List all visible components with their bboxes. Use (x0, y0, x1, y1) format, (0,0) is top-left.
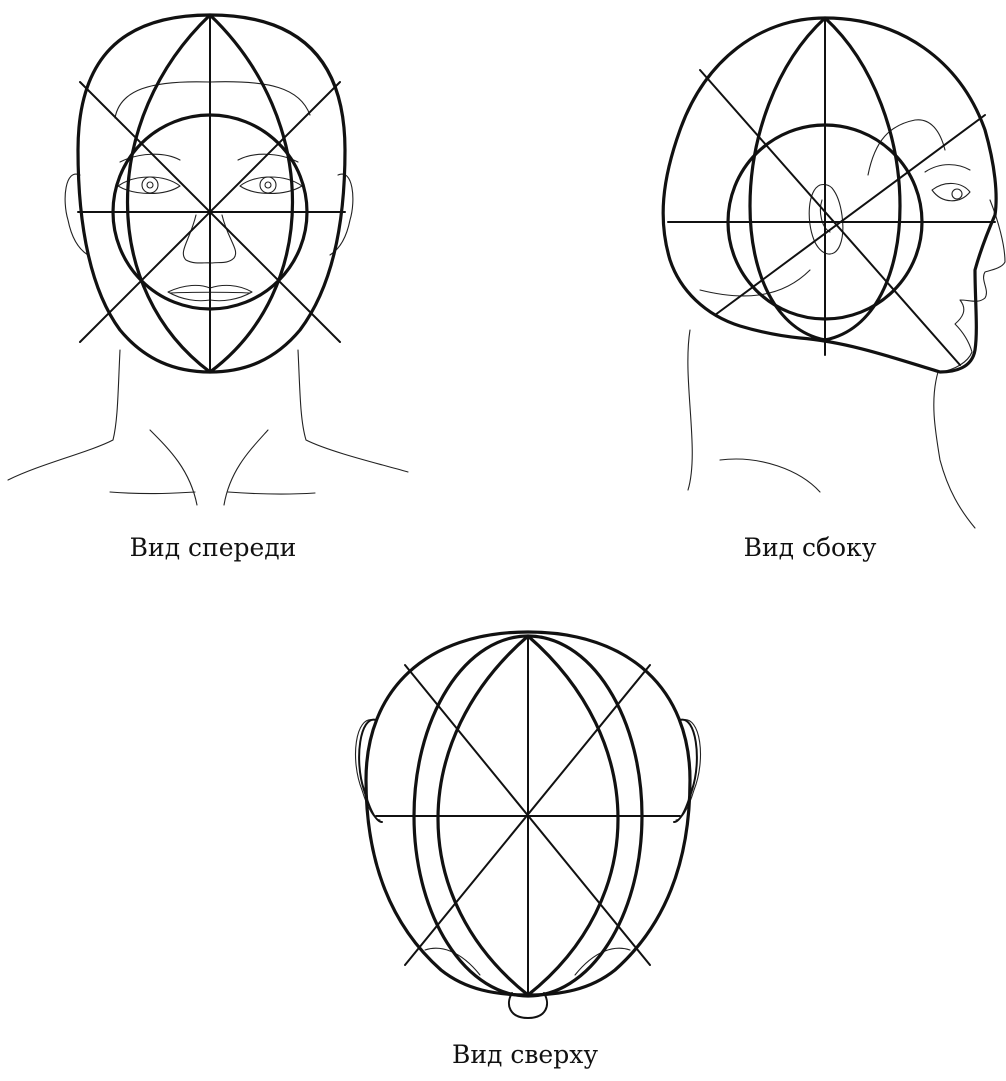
front-view-caption: Вид спереди (118, 533, 308, 562)
side-view-figure (655, 0, 1006, 540)
side-view-caption: Вид сбоку (725, 533, 895, 562)
top-view-figure (330, 620, 730, 1040)
top-view-caption: Вид сверху (430, 1040, 620, 1069)
front-view-head-diagram (0, 0, 420, 520)
front-view-figure (0, 0, 420, 520)
top-view-head-diagram (330, 620, 730, 1040)
side-view-head-diagram (655, 0, 1006, 540)
